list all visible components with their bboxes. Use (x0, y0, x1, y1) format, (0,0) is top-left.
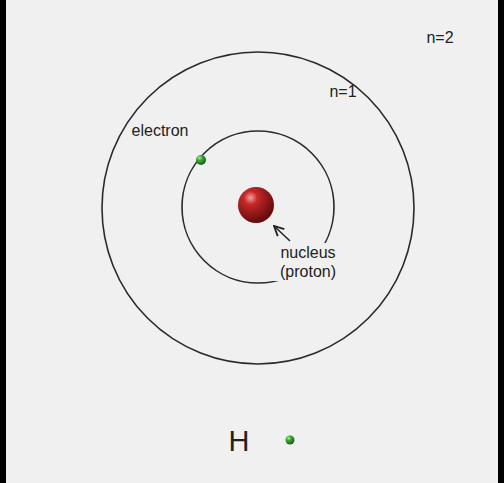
orbit-label: n=2 (426, 28, 453, 47)
part-label: electron (132, 121, 189, 140)
nucleus-sphere (238, 187, 274, 223)
background-panel (6, 0, 498, 483)
leader-arrow (274, 226, 290, 241)
element-symbol: H (229, 424, 250, 459)
part-label: nucleus (proton) (269, 243, 347, 281)
electron-symbol-dot (286, 436, 295, 445)
electron-dot (196, 155, 206, 165)
orbit-label: n=1 (329, 82, 356, 101)
orbit-n2 (102, 52, 414, 364)
